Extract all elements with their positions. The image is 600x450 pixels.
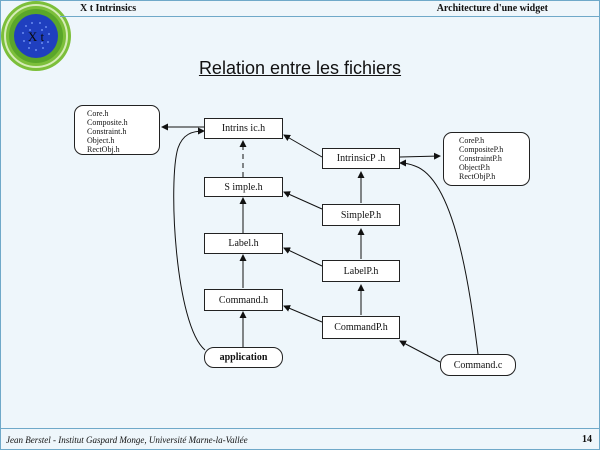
header-section: Architecture d'une widget (436, 3, 548, 14)
private-header-item: RectObjP.h (459, 172, 496, 181)
public-header-item: Object.h (87, 136, 115, 145)
node-simplep-h: SimpleP.h (322, 204, 400, 226)
footer-author: Jean Berstel - Institut Gaspard Monge, U… (6, 435, 248, 445)
public-header-item: RectObj.h (87, 145, 120, 154)
public-header-item: Composite.h (87, 118, 128, 127)
private-header-item: CoreP.h (459, 136, 485, 145)
edge-intrinsicp-private (399, 152, 441, 160)
private-header-item: ObjectP.h (459, 163, 490, 172)
public-headers-list: Core.h Composite.h Constraint.h Object.h… (74, 105, 160, 155)
node-label-h: Label.h (204, 233, 283, 254)
node-commandp-h: CommandP.h (322, 316, 400, 339)
xt-logo: X t (1, 1, 71, 71)
private-headers-list: CoreP.h CompositeP.h ConstraintP.h Objec… (443, 132, 530, 186)
edge-commandc-commandp (399, 340, 441, 363)
public-header-item: Constraint.h (87, 127, 127, 136)
public-header-item: Core.h (87, 109, 109, 118)
node-application: application (204, 347, 283, 368)
node-intrinsicp-h: IntrinsicP .h (322, 148, 400, 169)
node-simple-h: S imple.h (204, 177, 283, 197)
edge-commandc-intrinsicp (399, 159, 479, 355)
private-header-item: ConstraintP.h (459, 154, 502, 163)
footer-divider (0, 428, 600, 429)
slide-title: Relation entre les fichiers (198, 58, 402, 78)
private-header-item: CompositeP.h (459, 145, 504, 154)
edge-intrinsicp-intrinsic (283, 134, 323, 158)
edge-commandp-command (283, 305, 323, 323)
node-command-c: Command.c (440, 354, 516, 376)
node-command-h: Command.h (204, 289, 283, 311)
page-number: 14 (582, 434, 592, 445)
header-divider (60, 16, 600, 17)
edge-labelp-label (283, 247, 323, 267)
node-intrinsic-h: Intrins ic.h (204, 118, 283, 139)
logo-text: X t (28, 29, 45, 44)
header-title: X t Intrinsics (80, 3, 137, 14)
node-labelp-h: LabelP.h (322, 260, 400, 282)
edge-application-intrinsic (173, 127, 206, 351)
edge-simplep-simple (283, 191, 323, 210)
